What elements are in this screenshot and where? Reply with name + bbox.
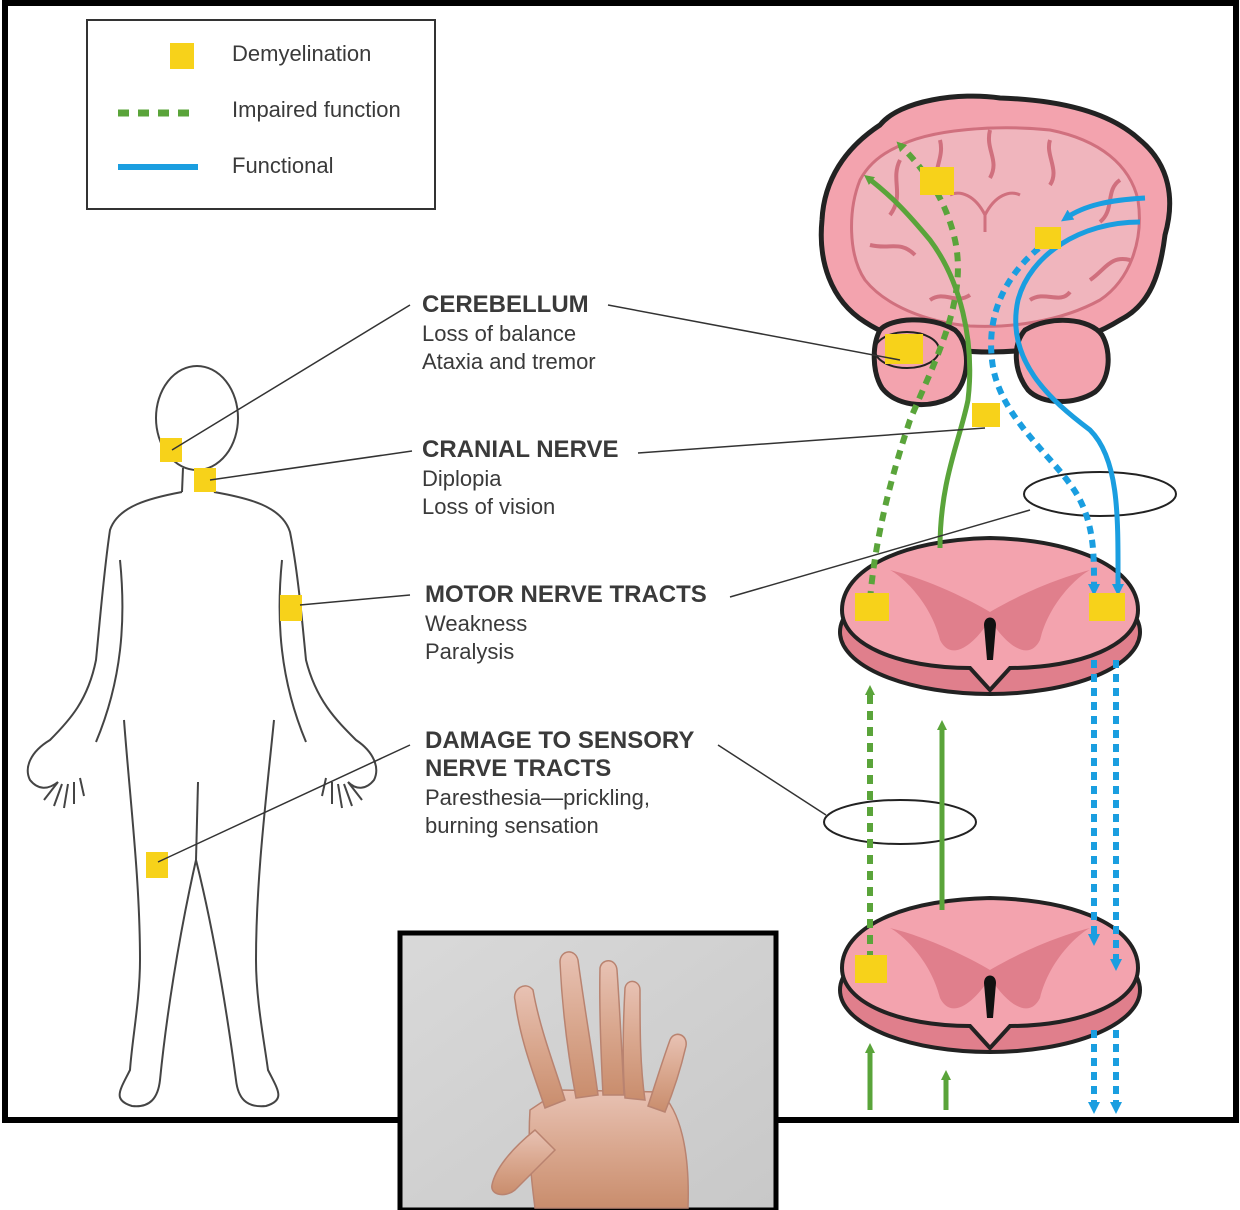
motor-line2: Paralysis xyxy=(425,639,514,664)
body-marker-arm xyxy=(280,595,302,621)
body-marker-head xyxy=(160,438,182,462)
sensory-title-2: NERVE TRACTS xyxy=(425,755,611,782)
brain-marker-1 xyxy=(920,167,954,195)
cerebellum-marker xyxy=(885,334,923,364)
body-marker-leg xyxy=(146,852,168,878)
hand-photo-inset xyxy=(400,933,776,1210)
sensory-title-1: DAMAGE TO SENSORY xyxy=(425,727,694,754)
spinal-upper-marker-left xyxy=(855,593,889,621)
legend-demyelination-label: Demyelination xyxy=(232,41,371,66)
cerebellum-line2: Ataxia and tremor xyxy=(422,349,596,374)
spinal-lower-marker-left xyxy=(855,955,887,983)
cerebellum-line1: Loss of balance xyxy=(422,321,576,346)
legend-impaired-label: Impaired function xyxy=(232,97,401,122)
cranial-marker xyxy=(972,403,1000,427)
spinal-upper-marker-right xyxy=(1089,593,1125,621)
cranial-line2: Loss of vision xyxy=(422,494,555,519)
sensory-line1: Paresthesia—prickling, xyxy=(425,785,650,810)
cranial-title: CRANIAL NERVE xyxy=(422,436,618,463)
motor-title: MOTOR NERVE TRACTS xyxy=(425,581,707,608)
label-cerebellum: CEREBELLUM Loss of balance Ataxia and tr… xyxy=(422,291,596,374)
cranial-line1: Diplopia xyxy=(422,466,502,491)
sensory-line2: burning sensation xyxy=(425,813,599,838)
legend-functional-label: Functional xyxy=(232,153,334,178)
legend: Demyelination Impaired function Function… xyxy=(87,20,435,209)
demyelination-swatch xyxy=(170,43,194,69)
cerebellum-title: CEREBELLUM xyxy=(422,291,589,318)
cerebellum-right xyxy=(1016,320,1108,401)
brain-marker-2 xyxy=(1035,227,1061,249)
motor-line1: Weakness xyxy=(425,611,527,636)
